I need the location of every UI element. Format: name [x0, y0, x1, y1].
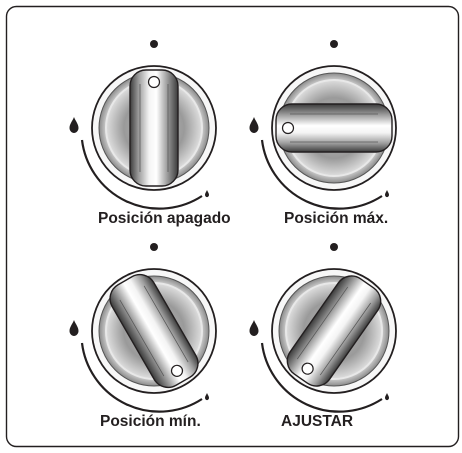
flame-large-icon [69, 320, 79, 336]
label-off-position: Posición apagado [98, 210, 231, 227]
flame-large-icon [249, 320, 259, 336]
knob-grip [286, 275, 382, 387]
flame-scale-arc [260, 342, 383, 413]
position-dot-icon [330, 40, 338, 48]
knob-grip [129, 69, 179, 187]
indicator-icon [147, 75, 161, 89]
flame-scale-arc [80, 342, 203, 413]
panel-frame [5, 5, 460, 448]
flame-small-icon [204, 189, 210, 198]
flame-large-icon [69, 117, 79, 133]
knob-grip [275, 103, 393, 153]
flame-small-icon [384, 189, 390, 198]
flame-scale-arc [260, 139, 383, 210]
indicator-icon [281, 121, 295, 135]
knob-ring [285, 282, 383, 380]
position-dot-icon [150, 243, 158, 251]
indicator-icon [301, 362, 314, 375]
flame-small-icon [204, 392, 210, 401]
knob-min [69, 243, 217, 413]
indicator-icon [170, 364, 184, 377]
label-adjust: AJUSTAR [281, 413, 354, 430]
label-max-position: Posición máx. [284, 210, 389, 227]
knob-adjust [249, 243, 397, 413]
knob-off [69, 40, 217, 210]
label-min-position: Posición mín. [100, 413, 201, 430]
knob-max [249, 40, 397, 210]
flame-scale-arc [80, 139, 203, 210]
flame-large-icon [249, 117, 259, 133]
knob-grip [109, 273, 199, 389]
position-dot-icon [150, 40, 158, 48]
position-dot-icon [330, 243, 338, 251]
flame-small-icon [384, 392, 390, 401]
